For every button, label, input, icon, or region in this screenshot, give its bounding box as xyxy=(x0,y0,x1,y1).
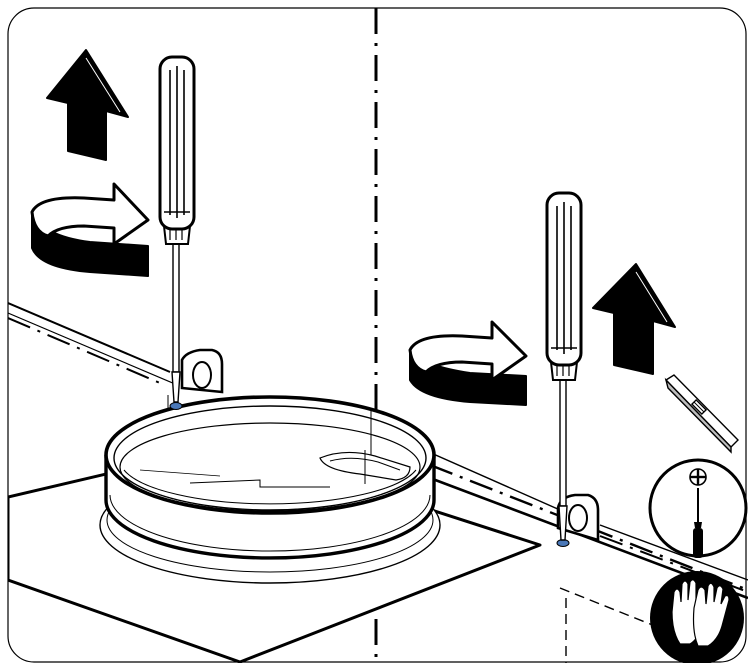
rotate-counterclockwise-icon xyxy=(30,182,150,277)
left-screw-head xyxy=(169,402,183,410)
up-arrow-icon xyxy=(592,263,676,375)
left-screwdriver xyxy=(158,55,196,403)
spirit-level-icon xyxy=(664,374,739,454)
duct-collar xyxy=(99,395,441,584)
protective-gloves-icon xyxy=(650,571,744,663)
up-arrow-icon xyxy=(46,49,129,161)
left-bracket-tab xyxy=(180,348,224,394)
rotate-counterclockwise-icon xyxy=(408,320,528,406)
right-screwdriver xyxy=(545,191,583,541)
phillips-screwdriver-icon xyxy=(648,458,748,558)
